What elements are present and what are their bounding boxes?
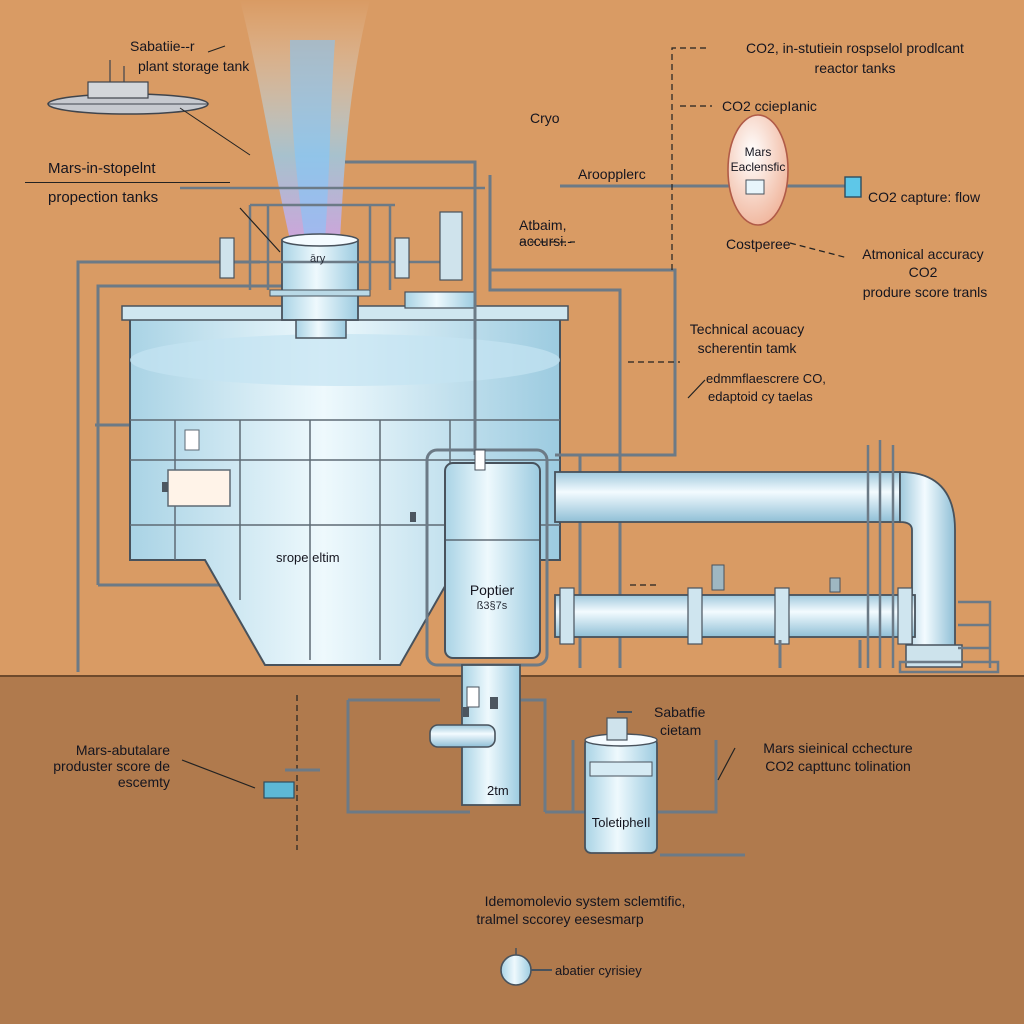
label-co2-reactor-line1: CO2, in-stutiein rospselol prodlcant [746, 40, 964, 56]
label-sabatfie-line1: Sabatfie [654, 704, 706, 720]
label-technical-line2: scherentin tamk [697, 340, 797, 356]
label-projection-tanks: propection tanks [48, 189, 159, 206]
label-atmonical-line2: CO2 [908, 264, 938, 280]
label-underline [25, 182, 230, 183]
label-poptier-code: ß3§7s [476, 600, 508, 612]
top-column [269, 233, 476, 339]
label-technical-line1: Technical acouacy [689, 321, 805, 337]
toletiphell-tank [584, 711, 658, 854]
label-atmonical-line1: Atmonical accuracy [862, 246, 984, 262]
mars-balloon [727, 114, 789, 226]
label-co2-reactor-line2: reactor tanks [814, 60, 896, 76]
label-sabatfie-line2: cietam [660, 722, 702, 738]
label-mars-balloon-line1: Mars [744, 145, 772, 159]
label-costperee: Costperee [726, 236, 791, 252]
label-poptier: Poptier [469, 582, 515, 598]
label-sabatier-plant-line1: Sabatiie--r [130, 38, 195, 54]
label-co2-cepianic: CO2 cciepIanic [722, 98, 817, 114]
label-idemomoleio-line1: Idemomolevio system sclemtific, [484, 893, 686, 909]
label-storage-elim: srope eltim [276, 550, 340, 565]
main-storage-tank [121, 305, 569, 666]
label-pump: 2tm [487, 783, 509, 798]
label-atbam-line1: Atbaim, [519, 217, 567, 233]
label-sabatier-plant-line2: plant storage tank [138, 58, 250, 74]
label-mars-sieinical-line1: Mars sieinical cchecture [763, 740, 913, 756]
buried-sensor-box [263, 781, 295, 799]
label-mars-sieinical-line2: CO2 capttunc tolination [765, 758, 911, 774]
cryo-sphere [500, 948, 552, 986]
label-atbam-line2: accursi.- [519, 233, 572, 249]
label-mars-abutalare-line2: produster score de [53, 758, 170, 774]
label-mars-abutalare-line1: Mars-abutalare [75, 742, 170, 758]
label-mars-in-situ: Mars-in-stopelnt [48, 160, 156, 177]
label-abatier-cyrisiey: abatier cyrisiey [555, 963, 642, 978]
label-atmonical-line3: produre score tranls [862, 284, 988, 300]
capture-sensor [844, 176, 862, 198]
pump-assembly [429, 664, 521, 806]
label-co2-capture-flow: CO2 capture: flow [868, 189, 981, 205]
airship-icon [47, 60, 209, 115]
label-mars-balloon-line2: Eaclensfic [730, 160, 786, 174]
label-atmosphere: Aroopplerc [578, 166, 646, 182]
label-co2-edmmf-line2: edaptoid cy taelas [708, 389, 813, 404]
label-co2-edmmf-line1: edmmflaescrere CO, [706, 371, 826, 386]
label-toletiphell: ToletipheIl [591, 815, 651, 830]
label-mars-abutalare-line3: escemty [117, 774, 170, 790]
poptier-column [425, 448, 549, 667]
main-horizontal-pipe [554, 471, 963, 668]
label-idemomoleio-line2: tralmel sccorey eesesmarp [476, 911, 644, 927]
label-cryo: Cryo [530, 110, 560, 126]
label-tank-top: āry [310, 253, 326, 265]
lower-horizontal-pipe [554, 564, 916, 668]
